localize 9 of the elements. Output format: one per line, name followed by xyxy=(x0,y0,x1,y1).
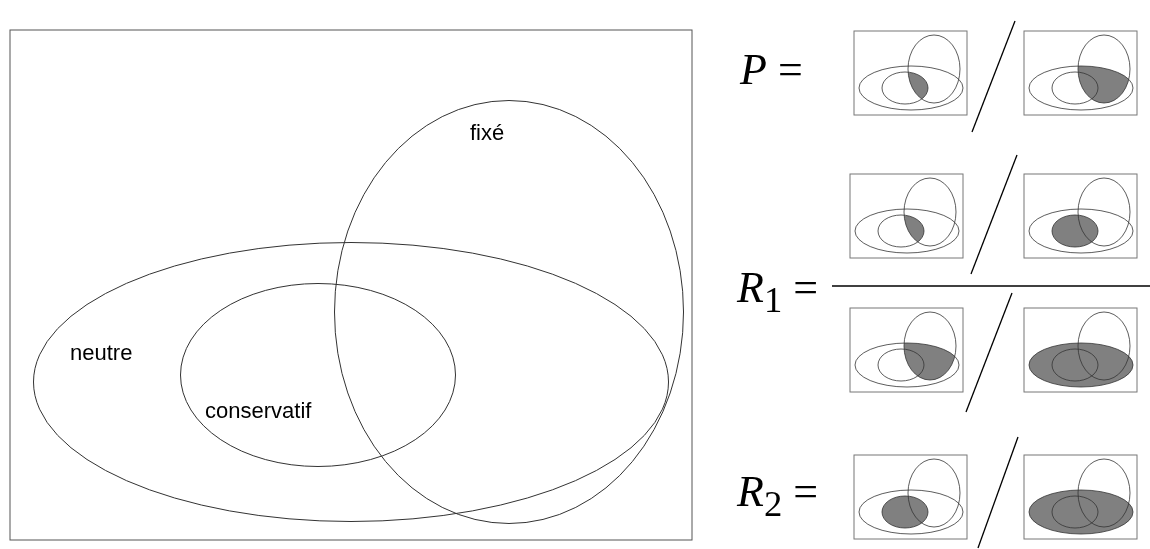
set-ellipse xyxy=(334,100,684,524)
set-label: fixé xyxy=(470,122,505,144)
set-label: conservatif xyxy=(205,400,312,422)
set-label: neutre xyxy=(70,342,133,364)
formula-label: R$_{2}$ = xyxy=(737,470,819,523)
formula-label: P = xyxy=(740,48,803,92)
formula-label: R$_{1}$ = xyxy=(737,266,819,319)
set-ellipse xyxy=(180,283,456,467)
set-ellipse xyxy=(33,242,669,522)
